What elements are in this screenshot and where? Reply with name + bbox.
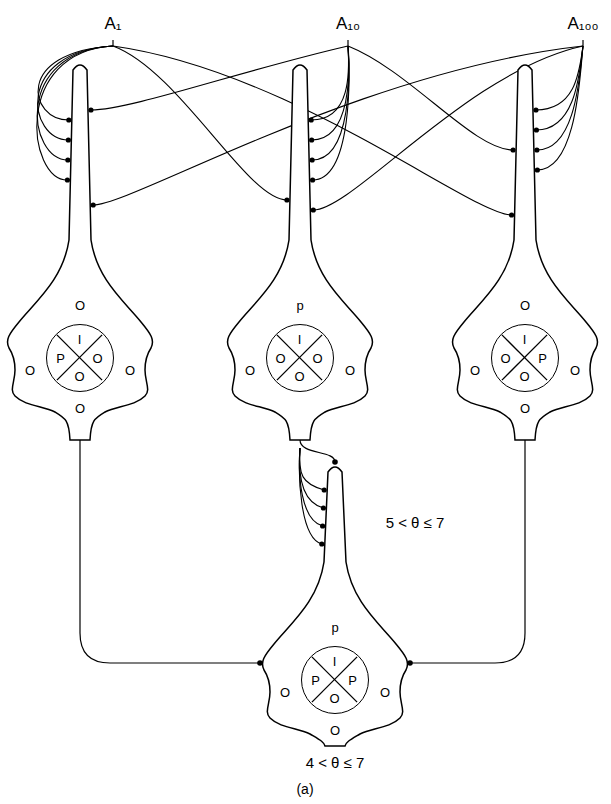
axon-connector bbox=[300, 440, 338, 465]
soma-letter: p bbox=[331, 621, 338, 634]
synapse bbox=[319, 541, 324, 546]
quadrant-letter: O bbox=[294, 369, 304, 382]
input-label: A₁₀ bbox=[336, 14, 360, 34]
figure-label: (a) bbox=[296, 781, 313, 798]
soma-letter: O bbox=[125, 364, 135, 377]
neuron-body bbox=[452, 65, 597, 440]
synapse bbox=[509, 212, 514, 217]
neuron: OOOOIPOO bbox=[5, 40, 155, 440]
quadrant-letter: O bbox=[74, 369, 84, 382]
threshold-label: 5 < θ ≤ 7 bbox=[386, 514, 445, 532]
quadrant-letter: P bbox=[311, 673, 320, 686]
synapse bbox=[511, 147, 516, 152]
input-fiber bbox=[348, 46, 513, 150]
synapse bbox=[321, 505, 326, 510]
synapse bbox=[311, 207, 316, 212]
soma-letter: O bbox=[245, 364, 255, 377]
axon-line bbox=[300, 440, 335, 462]
soma-circle: IOPO bbox=[491, 324, 559, 392]
input-fiber bbox=[537, 46, 583, 150]
input-stem bbox=[112, 40, 113, 46]
input-fiber bbox=[313, 46, 583, 210]
quadrant-letter: I bbox=[333, 654, 337, 667]
synapse bbox=[320, 523, 325, 528]
quadrant-letter: O bbox=[275, 351, 285, 364]
neuron-body bbox=[262, 467, 407, 746]
soma-letter: O bbox=[75, 402, 85, 415]
neuron-body bbox=[227, 65, 372, 440]
input-fiber bbox=[311, 46, 348, 120]
neuron: pOOIOOO bbox=[225, 40, 375, 440]
quadrant-letter: O bbox=[329, 691, 339, 704]
axon-line bbox=[410, 440, 525, 663]
quadrant-letter: O bbox=[500, 351, 510, 364]
soma-letter: O bbox=[345, 364, 355, 377]
axon-connector bbox=[407, 440, 525, 666]
quadrant-letter: O bbox=[312, 351, 322, 364]
synapse bbox=[88, 107, 93, 112]
soma-letter: O bbox=[520, 299, 530, 312]
input-stem bbox=[582, 40, 583, 46]
quadrant-letter: P bbox=[56, 351, 65, 364]
synapse bbox=[65, 157, 70, 162]
synapse bbox=[65, 177, 70, 182]
threshold-label: 4 < θ ≤ 7 bbox=[306, 754, 365, 772]
input-label: A₁ bbox=[104, 14, 121, 34]
synapse bbox=[310, 157, 315, 162]
synapse bbox=[66, 137, 71, 142]
synapse bbox=[91, 202, 96, 207]
axon-line bbox=[80, 440, 260, 663]
soma-circle: IOOO bbox=[266, 324, 334, 392]
input-fiber bbox=[93, 46, 583, 205]
quadrant-letter: P bbox=[538, 351, 547, 364]
synapse bbox=[309, 137, 314, 142]
synapse bbox=[66, 117, 71, 122]
soma-letter: O bbox=[280, 686, 290, 699]
quadrant-letter: O bbox=[92, 351, 102, 364]
soma-letter: p bbox=[296, 299, 303, 312]
neuron: OOOOIOPO bbox=[450, 40, 600, 440]
soma-letter: O bbox=[25, 364, 35, 377]
soma-letter: O bbox=[570, 364, 580, 377]
input-fiber bbox=[313, 46, 349, 180]
soma-letter: O bbox=[330, 724, 340, 737]
input-fiber bbox=[537, 46, 583, 170]
soma-letter: O bbox=[75, 299, 85, 312]
synapse bbox=[284, 197, 289, 202]
synapse-head bbox=[332, 459, 338, 465]
soma-circle: IPOO bbox=[46, 324, 114, 392]
neuron-body bbox=[7, 65, 152, 440]
synapse bbox=[533, 107, 538, 112]
neuron: pOOOIPPO bbox=[260, 462, 410, 746]
quadrant-letter: I bbox=[298, 332, 302, 345]
soma-circle: IP PO bbox=[301, 646, 369, 714]
input-label: A₁₀₀ bbox=[567, 14, 598, 34]
synapse bbox=[322, 487, 327, 492]
quadrant-letter: P bbox=[348, 673, 357, 686]
input-fiber bbox=[312, 46, 349, 160]
synapse bbox=[310, 177, 315, 182]
input-fiber bbox=[113, 46, 287, 200]
quadrant-letter: O bbox=[519, 369, 529, 382]
quadrant-letter: I bbox=[78, 332, 82, 345]
input-stem bbox=[347, 40, 348, 46]
axon-branch bbox=[300, 448, 325, 490]
soma-letter: O bbox=[470, 364, 480, 377]
input-fiber bbox=[91, 46, 348, 110]
axon-branch bbox=[299, 448, 322, 526]
soma-letter: O bbox=[380, 686, 390, 699]
axon-connector bbox=[80, 440, 263, 666]
soma-letter: O bbox=[520, 402, 530, 415]
axon-branch bbox=[299, 448, 321, 544]
synapse bbox=[535, 167, 540, 172]
synapse bbox=[534, 147, 539, 152]
synapse bbox=[534, 127, 539, 132]
input-fiber bbox=[536, 46, 583, 130]
quadrant-letter: I bbox=[523, 332, 527, 345]
